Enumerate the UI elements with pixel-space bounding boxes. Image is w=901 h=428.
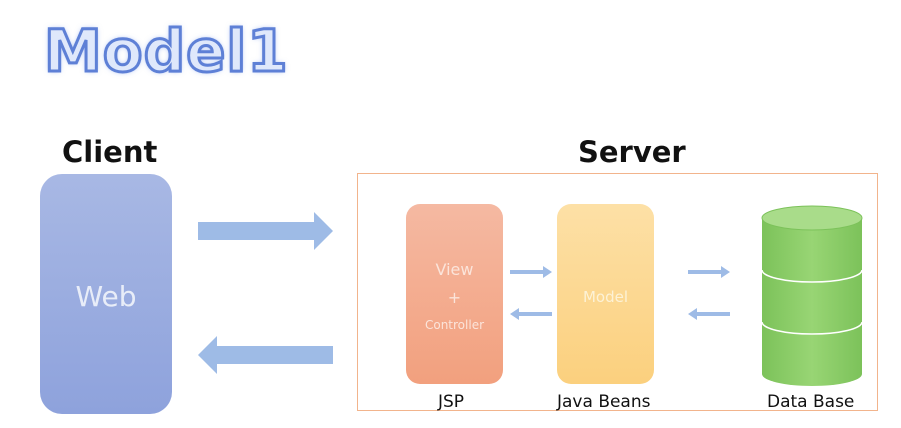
model-label: Model bbox=[582, 288, 629, 306]
jsp-to-model-arrow bbox=[510, 266, 552, 278]
web-client-box: Web bbox=[40, 174, 172, 414]
client-label: Client bbox=[62, 135, 158, 169]
java-beans-caption: Java Beans bbox=[557, 392, 651, 412]
diagram-title: Model1 bbox=[43, 17, 290, 85]
database-cylinder bbox=[761, 205, 863, 386]
response-arrow bbox=[198, 336, 333, 374]
jsp-plus-text: + bbox=[447, 288, 462, 307]
model-to-jsp-arrow bbox=[510, 308, 552, 320]
jsp-box: View + Controller bbox=[406, 204, 503, 384]
server-frame bbox=[357, 173, 878, 411]
model-box: Model bbox=[557, 204, 654, 384]
jsp-caption: JSP bbox=[438, 392, 465, 412]
jsp-controller-text: Controller bbox=[424, 318, 485, 332]
database-caption: Data Base bbox=[767, 392, 855, 412]
web-label: Web bbox=[75, 280, 137, 313]
server-label: Server bbox=[578, 135, 686, 169]
db-to-model-arrow bbox=[688, 308, 730, 320]
request-arrow bbox=[198, 212, 333, 250]
model-to-db-arrow bbox=[688, 266, 730, 278]
jsp-view-text: View bbox=[435, 260, 474, 279]
